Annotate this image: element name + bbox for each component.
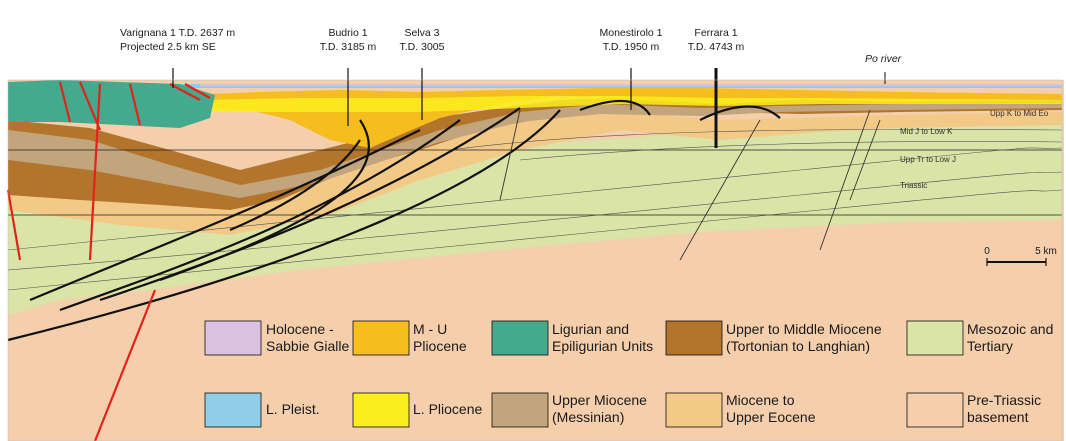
legend-upper-miocene-1: Upper Miocene — [552, 392, 647, 408]
well-label-varignana-note: Projected 2.5 km SE — [120, 41, 216, 53]
po-river-label: Po river — [865, 53, 902, 65]
legend-upper-miocene-2: (Messinian) — [552, 409, 624, 425]
legend-mu-pliocene-2: Pliocene — [413, 338, 467, 354]
legend-miocene-eocene-1: Miocene to — [726, 392, 795, 408]
legend-swatch-l-pliocene — [353, 393, 409, 427]
well-label-budrio: Budrio 1 — [328, 27, 367, 39]
legend-holocene-2: Sabbie Gialle — [266, 338, 349, 354]
well-label-selva: Selva 3 — [404, 27, 439, 39]
legend-swatch-upper-middle-miocene — [666, 321, 722, 355]
well-label-budrio-td: T.D. 3185 m — [320, 41, 377, 53]
legend-swatch-mu-pliocene — [353, 321, 409, 355]
legend-swatch-holocene — [205, 321, 261, 355]
legend-pre-triassic-2: basement — [967, 409, 1029, 425]
well-label-monestirolo-td: T.D. 1950 m — [603, 41, 660, 53]
well-labels: Varignana 1 T.D. 2637 m Projected 2.5 km… — [120, 27, 745, 53]
well-label-selva-td: T.D. 3005 — [400, 41, 445, 53]
legend-mu-pliocene-1: M - U — [413, 321, 447, 337]
scale-start: 0 — [984, 246, 990, 257]
legend-miocene-eocene-2: Upper Eocene — [726, 409, 816, 425]
legend-l-pliocene-1: L. Pliocene — [413, 401, 482, 417]
ligurian-layer — [8, 80, 215, 128]
label-upp-tr: Upp Tr to Low J — [900, 155, 956, 164]
scale-end: 5 km — [1035, 246, 1057, 257]
legend-swatch-miocene-eocene — [666, 393, 722, 427]
legend-mesozoic-2: Tertiary — [967, 338, 1013, 354]
label-mid-j: Mid J to Low K — [900, 127, 953, 136]
legend-upper-middle-miocene-1: Upper to Middle Miocene — [726, 321, 882, 337]
well-label-varignana: Varignana 1 T.D. 2637 m — [120, 27, 235, 39]
legend-swatch-l-pleist — [205, 393, 261, 427]
legend-l-pleist-1: L. Pleist. — [266, 401, 320, 417]
legend-pre-triassic-1: Pre-Triassic — [967, 392, 1041, 408]
well-label-monestirolo: Monestirolo 1 — [599, 27, 662, 39]
label-upp-k: Upp K to Mid Eo — [990, 109, 1049, 118]
legend-swatch-pre-triassic — [907, 393, 963, 427]
legend-mesozoic-1: Mesozoic and — [967, 321, 1053, 337]
label-triassic: Triassic — [900, 181, 927, 190]
legend-holocene-1: Holocene - — [266, 321, 334, 337]
well-label-ferrara-td: T.D. 4743 m — [688, 41, 745, 53]
legend-swatch-upper-miocene — [492, 393, 548, 427]
legend-ligurian-2: Epiligurian Units — [552, 338, 653, 354]
legend-swatch-mesozoic — [907, 321, 963, 355]
legend-swatch-ligurian — [492, 321, 548, 355]
legend-upper-middle-miocene-2: (Tortonian to Langhian) — [726, 338, 870, 354]
legend-ligurian-1: Ligurian and — [552, 321, 629, 337]
well-label-ferrara: Ferrara 1 — [694, 27, 737, 39]
